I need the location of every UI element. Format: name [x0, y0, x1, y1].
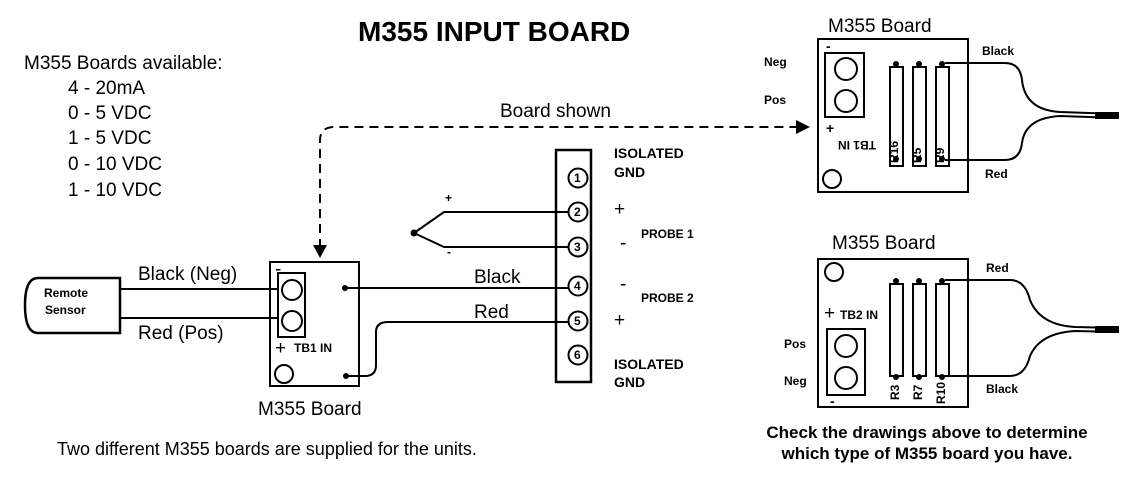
available-item: 0 - 10 VDC — [68, 154, 162, 175]
top-board-label: M355 Board — [828, 16, 932, 37]
top-board-minus: - — [826, 38, 831, 54]
bottom-board-plus: + — [824, 303, 836, 324]
wire-label-red: Red — [474, 302, 509, 323]
isolated-gnd-bottom: GND — [614, 374, 646, 390]
bottom-board-neg: Neg — [784, 374, 807, 388]
probe1-wires — [412, 211, 568, 248]
isolated-gnd-top: GND — [614, 164, 646, 180]
main-board-label: M355 Board — [258, 399, 362, 420]
bottom-board-cable — [945, 279, 1119, 377]
wire-label-black: Black — [474, 267, 521, 288]
terminal-block — [554, 148, 593, 384]
board-shown-tail-arrowhead — [313, 245, 327, 258]
bottom-board-resistor: R10 — [934, 381, 948, 404]
page-title: M355 INPUT BOARD — [358, 16, 631, 47]
top-board-resistor: R9 — [933, 147, 947, 163]
terminal-number: 6 — [574, 348, 581, 362]
footer-note-left: Two different M355 boards are supplied f… — [57, 439, 477, 459]
probe1-label: PROBE 1 — [641, 227, 694, 241]
top-board-plus: + — [826, 120, 835, 136]
footer-note-right: Check the drawings above to determine — [766, 423, 1088, 442]
bottom-board-label: M355 Board — [832, 233, 936, 254]
board-shown-arrowhead — [796, 120, 810, 134]
main-board-plus: + — [275, 338, 287, 359]
top-board-resistor: R5 — [910, 147, 924, 163]
probe2-label: PROBE 2 — [641, 291, 694, 305]
top-board-tb-label: TB1 IN — [838, 138, 877, 152]
bottom-board-red: Red — [986, 261, 1009, 275]
top-board-pos: Pos — [764, 93, 787, 107]
probe2-plus: + — [614, 310, 626, 331]
main-board-minus: - — [275, 259, 282, 280]
board-shown-arrow — [319, 126, 800, 248]
isolated-gnd-top: ISOLATED — [614, 145, 684, 161]
main-board-terminal-screw-1 — [281, 279, 303, 301]
available-item: 1 - 10 VDC — [68, 180, 162, 201]
main-board-mount-hole — [274, 364, 294, 384]
top-board-terminal — [824, 52, 865, 118]
remote-sensor-label: Sensor — [45, 303, 86, 317]
terminal-number: 3 — [574, 240, 581, 254]
bottom-board-outline — [817, 258, 969, 408]
probe1-plus: + — [614, 199, 626, 220]
bottom-board-black: Black — [986, 382, 1019, 396]
main-board-tb-label: TB1 IN — [294, 341, 333, 355]
isolated-gnd-bottom: ISOLATED — [614, 356, 684, 372]
terminal-number: 4 — [574, 279, 581, 293]
terminal-number: 2 — [574, 205, 581, 219]
wire-red-main — [346, 321, 568, 377]
top-board-outline — [817, 38, 969, 193]
available-item: 1 - 5 VDC — [68, 128, 152, 149]
footer-note-right: which type of M355 board you have. — [781, 444, 1073, 463]
wire-label-black-neg: Black (Neg) — [138, 264, 238, 285]
boards-available-heading: M355 Boards available: — [24, 53, 223, 74]
probe2-minus: - — [620, 274, 627, 295]
wire-label-red-pos: Red (Pos) — [138, 323, 224, 344]
available-item: 4 - 20mA — [68, 78, 146, 99]
top-board-cable — [945, 62, 1119, 161]
top-board-mount-hole — [822, 169, 842, 189]
bottom-board-tb-label: TB2 IN — [840, 308, 879, 322]
remote-sensor-shape — [23, 276, 122, 335]
top-board-red: Red — [985, 167, 1008, 181]
main-board-terminal-screw-2 — [281, 310, 303, 332]
top-board-black: Black — [982, 44, 1015, 58]
remote-sensor-label: Remote — [44, 286, 89, 300]
thermocouple-plus: + — [445, 191, 453, 205]
top-board-neg: Neg — [764, 55, 787, 69]
thermocouple-minus: - — [447, 245, 451, 259]
terminal-number: 1 — [574, 171, 581, 185]
top-board-resistor: R16 — [887, 140, 901, 163]
available-item: 0 - 5 VDC — [68, 103, 152, 124]
bottom-board-terminal — [826, 328, 866, 396]
probe1-minus: - — [620, 233, 627, 254]
main-board-terminal — [277, 272, 306, 338]
bottom-board-resistor: R7 — [911, 384, 925, 400]
bottom-board-resistor: R3 — [888, 384, 902, 400]
main-board-outline — [269, 261, 360, 387]
bottom-board-pos: Pos — [784, 337, 807, 351]
terminal-number: 5 — [574, 314, 581, 328]
board-shown-label: Board shown — [500, 101, 611, 122]
bottom-board-minus: - — [830, 393, 835, 409]
bottom-board-mount-hole — [824, 262, 844, 282]
